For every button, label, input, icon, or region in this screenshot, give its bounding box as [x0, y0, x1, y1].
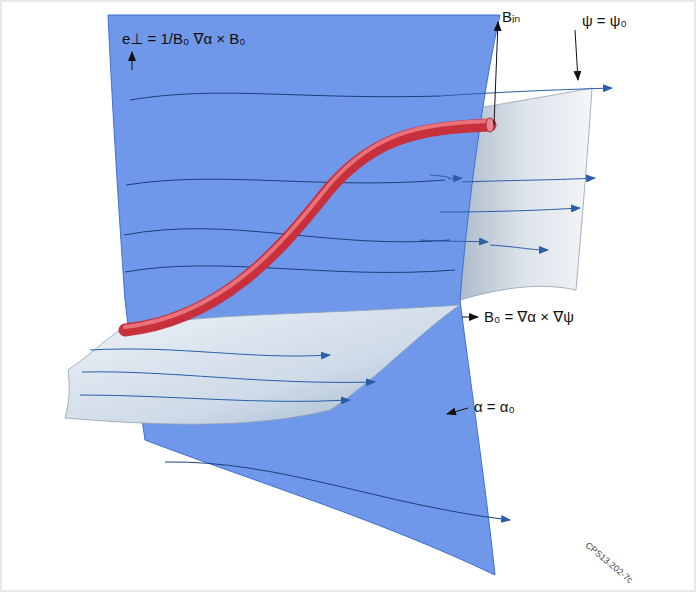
inner-field-label: Bᵢₙ [502, 8, 520, 26]
flux-surface-label: ψ = ψ₀ [582, 12, 627, 29]
field-definition-label: B₀ = ∇α × ∇ψ [484, 308, 574, 326]
alpha-surface-label: α = α₀ [474, 398, 515, 415]
perpendicular-vector-label: e⊥ = 1/B₀ ∇α × B₀ [122, 30, 245, 48]
